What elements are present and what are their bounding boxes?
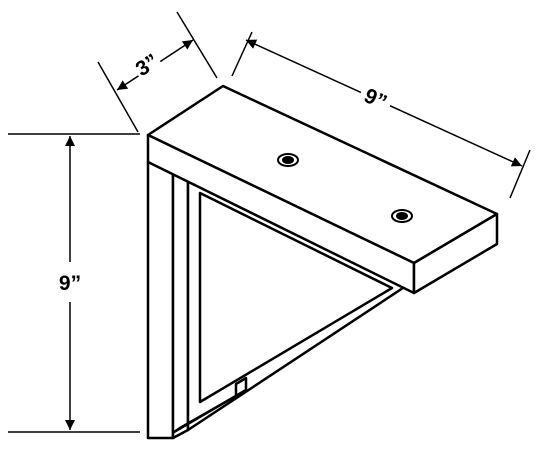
depth-extension-right bbox=[176, 11, 218, 79]
back-plate-front-face bbox=[146, 160, 175, 440]
length-extension-right bbox=[509, 149, 531, 199]
back-plate-side-face bbox=[171, 160, 190, 440]
length-extension-left bbox=[231, 31, 253, 77]
screw-hole-2-center bbox=[396, 212, 408, 220]
height-dimension-label: 9” bbox=[59, 272, 81, 295]
gusset-notch bbox=[172, 376, 248, 434]
screw-hole-1-center bbox=[282, 156, 294, 164]
gusset-inner-face bbox=[198, 191, 394, 404]
depth-extension-left bbox=[97, 61, 139, 133]
top-shelf-end-face bbox=[412, 212, 499, 295]
